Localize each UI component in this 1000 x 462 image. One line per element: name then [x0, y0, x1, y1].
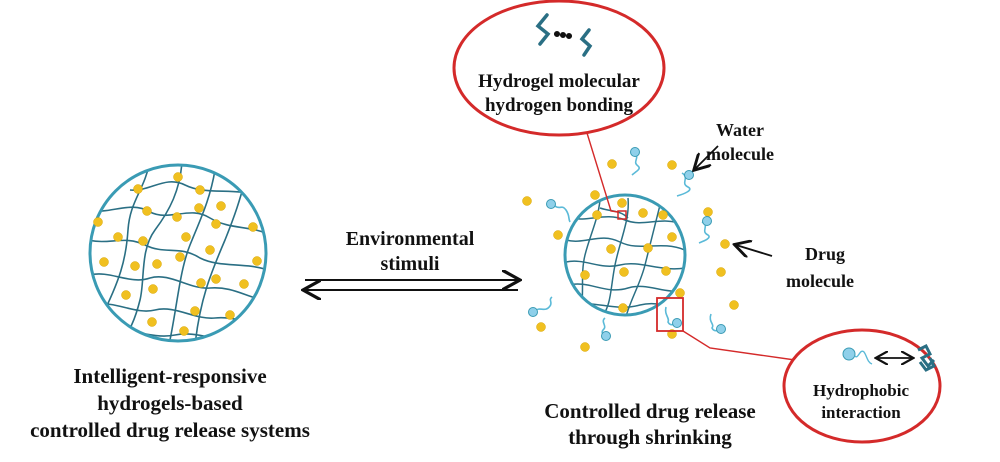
- swollen-hydrogel: [88, 163, 268, 343]
- shrunk-hydrogel: [522, 147, 739, 352]
- water-molecule: [676, 170, 694, 197]
- callout-hydrogen-bonding: Hydrogel molecular hydrogen bonding: [452, 0, 666, 220]
- drug-label-line1: Drug: [805, 244, 845, 264]
- water-molecule: [546, 199, 571, 223]
- callout-top-line1: Hydrogel molecular: [478, 71, 640, 92]
- left-caption-line1: Intelligent-responsive: [73, 364, 266, 388]
- stimuli-label-line1: Environmental: [346, 228, 475, 250]
- water-molecule: [698, 216, 712, 244]
- hydrogel-boundary: [88, 163, 268, 343]
- right-caption-line2: through shrinking: [568, 425, 732, 449]
- water-pointer-arrow-icon: [695, 145, 719, 169]
- callout-bottom-line2: interaction: [821, 403, 901, 422]
- water-molecule: [601, 317, 611, 341]
- drug-molecules-left: [93, 172, 262, 336]
- water-label-line2: molecule: [706, 144, 774, 164]
- callout-marker-bottom: [656, 297, 684, 332]
- callout-marker-top: [617, 210, 627, 220]
- callout-leader-top: [586, 132, 619, 213]
- left-caption-line2: hydrogels-based: [97, 391, 243, 415]
- drug-molecules-right: [522, 159, 739, 352]
- drug-pointer-arrow-icon: [736, 245, 773, 256]
- hydrogen-bond-icon: [535, 13, 593, 57]
- right-caption-line1: Controlled drug release: [544, 399, 756, 423]
- water-molecule: [630, 147, 640, 176]
- water-molecule: [528, 296, 553, 317]
- callout-leader-bottom: [682, 330, 796, 361]
- water-molecules: [528, 147, 726, 341]
- equilibrium-arrows: [305, 280, 518, 290]
- water-label-line1: Water: [716, 120, 764, 140]
- water-molecule: [709, 313, 726, 334]
- water-molecule: [664, 306, 682, 328]
- left-caption-line3: controlled drug release systems: [30, 418, 310, 442]
- callout-top-line2: hydrogen bonding: [485, 95, 634, 116]
- callout-bottom-line1: Hydrophobic: [813, 381, 910, 400]
- callout-ellipse-top: [452, 0, 666, 137]
- drug-label-line2: molecule: [786, 271, 854, 291]
- hydrophobic-interaction-icon: [842, 343, 937, 372]
- stimuli-label-line2: stimuli: [381, 253, 440, 275]
- callout-hydrophobic: Hydrophobic interaction: [656, 297, 942, 444]
- hydrogel-boundary-shrunk: [563, 193, 687, 317]
